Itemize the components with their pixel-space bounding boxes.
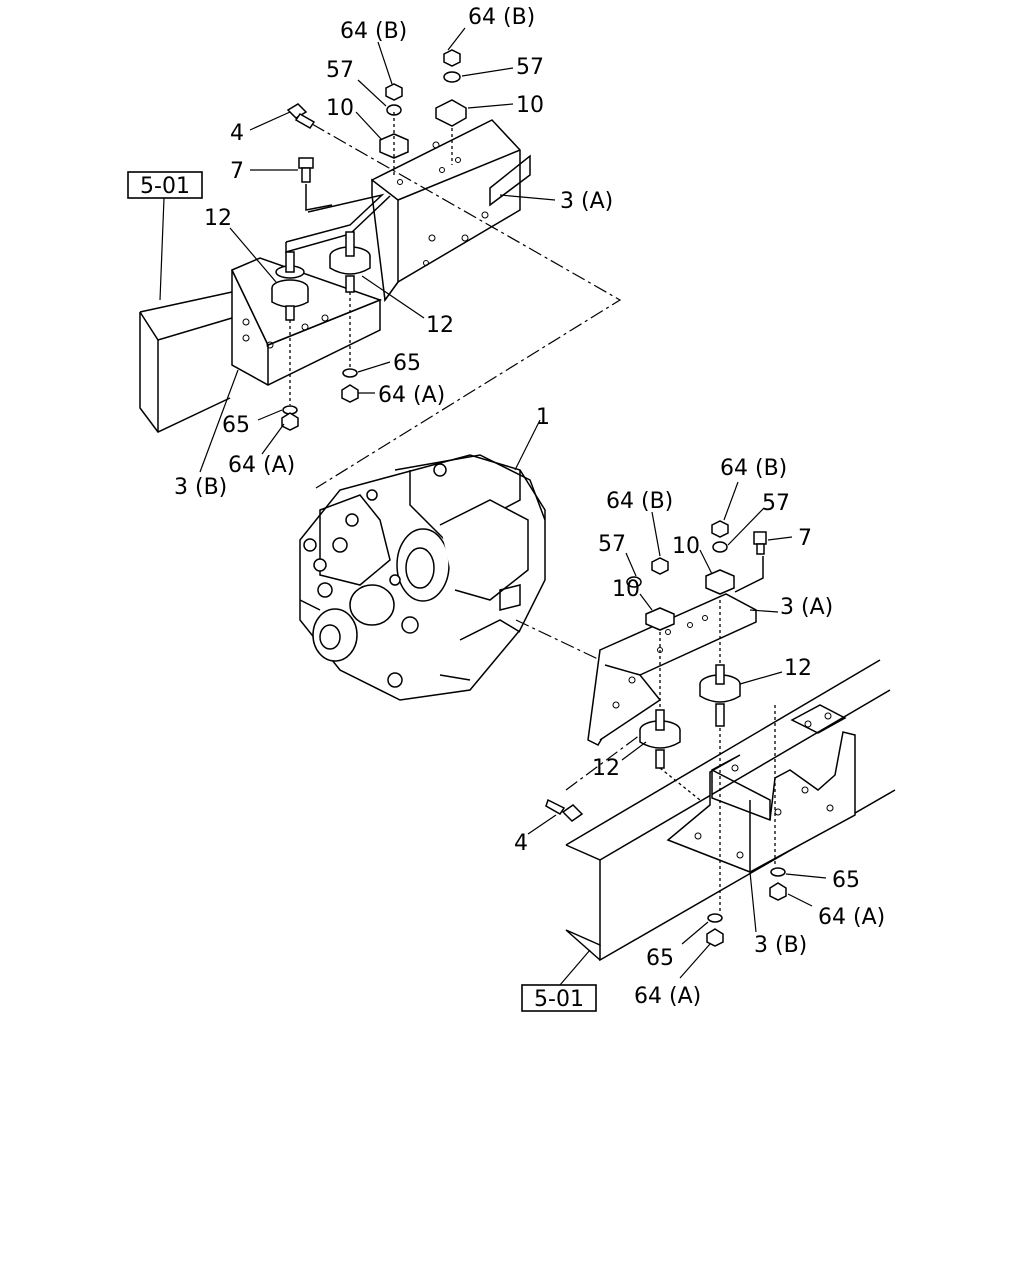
callout-65: 65 [832,868,860,893]
callout-64a: 64 (A) [818,905,885,930]
callout-12: 12 [784,656,812,681]
callout-4: 4 [230,121,244,146]
bracket-3a-bottom [587,593,757,746]
callout-4: 4 [514,831,528,856]
mount-12-bottom-right [699,664,741,727]
nuts-washers-bottom-top-assy [281,368,359,431]
spacer-10-top-right [435,99,467,127]
callout-3b: 3 (B) [174,475,227,500]
callout-7: 7 [798,526,812,551]
bracket-frame-connection-top [285,193,391,253]
bolt-7-bottom [753,531,767,555]
ref-box-bottom[interactable]: 5-01 [521,984,597,1012]
leader-lines [199,27,827,979]
bracket-3b-bottom [666,704,856,873]
washer-57-bottom-left [626,576,642,588]
callout-57: 57 [326,58,354,83]
ref-box-top[interactable]: 5-01 [127,171,203,199]
callout-64b: 64 (B) [468,5,535,30]
mount-12-bottom-left [639,709,681,769]
callout-10: 10 [326,96,354,121]
frame-rail-bottom [565,659,896,962]
center-lines-top [289,112,622,489]
callout-12: 12 [204,206,232,231]
washer-57-bottom-right [712,541,728,553]
callout-57: 57 [598,532,626,557]
callout-65: 65 [222,413,250,438]
callout-64a: 64 (A) [228,453,295,478]
callout-65: 65 [646,946,674,971]
callout-labels: 64 (B) 64 (B) 57 57 10 10 4 7 3 (A) 12 1… [174,5,885,1009]
callout-3b: 3 (B) [754,933,807,958]
nut-64b-bottom-right [711,520,729,538]
callout-7: 7 [230,159,244,184]
nuts-washers-bottom-bottom-assy [706,867,787,947]
transmission-unit [299,454,546,701]
callout-1: 1 [536,405,550,430]
callout-57: 57 [762,491,790,516]
callout-64b: 64 (B) [340,19,407,44]
mount-12-top-right [329,231,371,293]
callout-64a: 64 (A) [634,984,701,1009]
callout-57: 57 [516,55,544,80]
callout-10: 10 [516,93,544,118]
ref-label-bottom: 5-01 [534,987,584,1012]
bracket-3a-top [371,119,531,303]
callout-10: 10 [672,534,700,559]
callout-3a: 3 (A) [560,189,613,214]
nut-64b-bottom-left [651,557,669,575]
callout-3a: 3 (A) [780,595,833,620]
frame-rail-top [139,291,233,433]
callout-10: 10 [612,577,640,602]
callout-64b: 64 (B) [720,456,787,481]
callout-64b: 64 (B) [606,489,673,514]
spacer-10-bottom-left [645,607,675,631]
nut-64b-top-left [385,83,403,101]
spacer-10-bottom-right [705,569,735,595]
nut-64b-top-right [443,49,461,67]
center-lines-bottom [515,556,776,912]
bolt-7-top [298,157,314,183]
callout-12: 12 [592,756,620,781]
callout-12: 12 [426,313,454,338]
callout-64a: 64 (A) [378,383,445,408]
bolt-4-top [286,103,316,129]
spacer-10-top-left [379,133,409,159]
callout-65: 65 [393,351,421,376]
bracket-3b-top [230,257,383,386]
bolt-4-bottom [545,798,584,822]
ref-label-top: 5-01 [140,174,190,199]
washer-57-top-right [443,71,461,83]
